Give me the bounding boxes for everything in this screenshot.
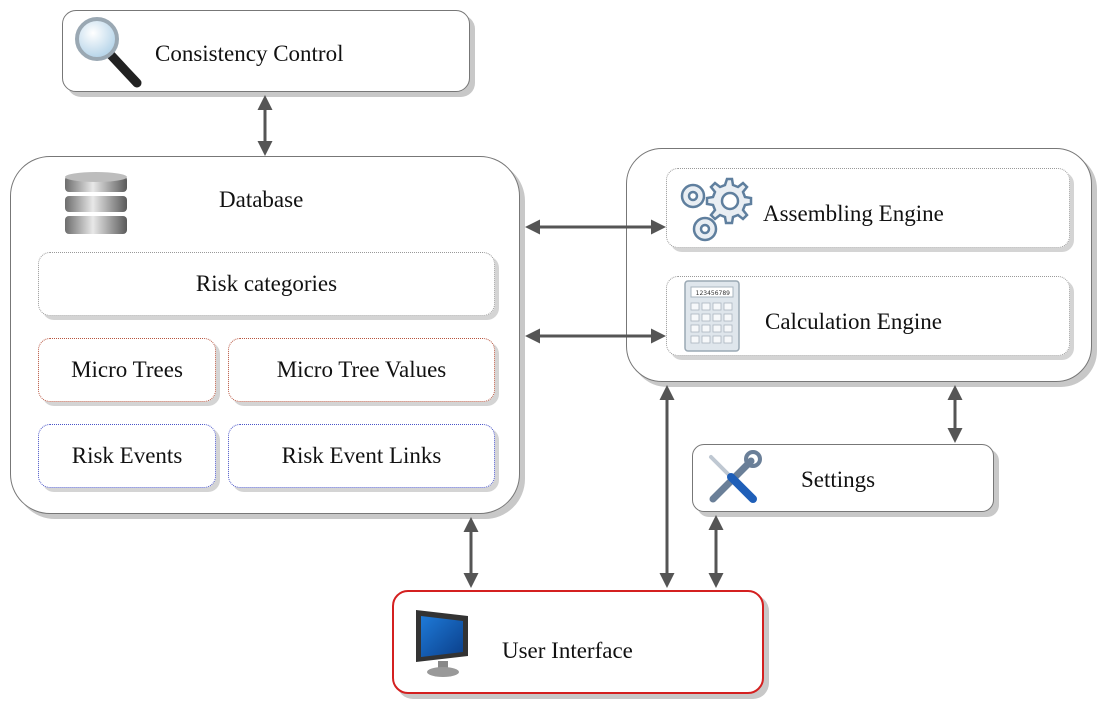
- user-interface-box: User Interface: [392, 590, 764, 694]
- consistency-control-label: Consistency Control: [155, 41, 344, 66]
- risk-events-label: Risk Events: [71, 443, 183, 468]
- risk-event-links-box: Risk Event Links: [228, 424, 495, 488]
- micro-tree-values-box: Micro Tree Values: [228, 338, 495, 402]
- database-icon: [65, 172, 127, 234]
- user-interface-label: User Interface: [502, 638, 633, 663]
- micro-tree-values-label: Micro Tree Values: [276, 357, 447, 382]
- magnifier-icon: [75, 17, 142, 88]
- monitor-icon: [416, 610, 468, 677]
- micro-trees-box: Micro Trees: [38, 338, 216, 402]
- settings-box: Settings: [692, 444, 994, 512]
- calculator-icon: 123456789: [684, 280, 740, 352]
- risk-categories-box: Risk categories: [38, 252, 495, 316]
- risk-categories-label: Risk categories: [195, 271, 338, 296]
- calculation-engine-box: 123456789 Calculation Engine: [666, 276, 1070, 356]
- micro-trees-label: Micro Trees: [71, 357, 183, 382]
- risk-events-box: Risk Events: [38, 424, 216, 488]
- consistency-control-box: Consistency Control: [62, 10, 470, 92]
- assembling-engine-label: Assembling Engine: [763, 201, 944, 226]
- tools-icon: [709, 450, 762, 503]
- settings-label: Settings: [801, 467, 876, 492]
- database-label: Database: [219, 187, 304, 212]
- assembling-engine-box: Assembling Engine: [666, 168, 1070, 248]
- risk-event-links-label: Risk Event Links: [281, 443, 442, 468]
- calculator-display: 123456789: [696, 290, 731, 297]
- calculation-engine-label: Calculation Engine: [765, 309, 942, 334]
- gears-icon: [680, 177, 753, 242]
